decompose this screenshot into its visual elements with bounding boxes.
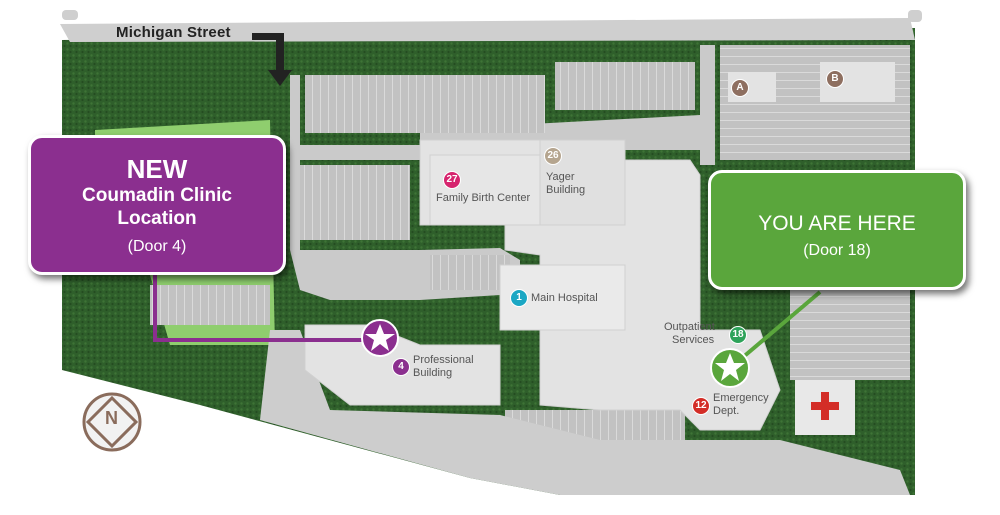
parking-southwest: [150, 285, 270, 325]
you-are-here-door: (Door 18): [803, 242, 871, 259]
street-arrow: [252, 33, 292, 86]
professional-label-line2: Building: [413, 367, 453, 379]
parking-inner: [430, 255, 510, 290]
building-b-marker: B: [826, 70, 844, 88]
new-callout-clinic: Coumadin Clinic: [82, 185, 232, 206]
yager-number: 26: [544, 147, 562, 165]
outpatient-number: 18: [729, 326, 747, 344]
new-callout-location: Location: [117, 208, 197, 229]
outpatient-label-line2: Services: [672, 334, 715, 346]
south-road: [260, 330, 910, 495]
new-callout-title: NEW: [126, 154, 188, 184]
parking-north-2: [555, 62, 695, 110]
parking-west: [300, 165, 410, 240]
building-a-marker: A: [731, 79, 749, 97]
parking-se: [790, 290, 910, 380]
main-hospital-label: Main Hospital: [531, 292, 598, 304]
compass-rose: [82, 392, 142, 452]
yager-label-line2: Building: [546, 184, 586, 196]
emergency-label-line1: Emergency: [713, 392, 769, 404]
family-birth-number: 27: [443, 171, 461, 189]
emergency-label-line2: Dept.: [713, 405, 740, 417]
you-are-here-callout: YOU ARE HERE (Door 18): [708, 170, 966, 290]
family-birth-label: Family Birth Center: [436, 192, 531, 204]
outpatient-label-line1: Outpatient: [664, 321, 715, 333]
main-hospital-number: 1: [510, 289, 528, 307]
new-callout-door: (Door 4): [127, 238, 187, 255]
michigan-street-label: Michigan Street: [116, 24, 231, 41]
professional-number: 4: [392, 358, 410, 376]
purple-route: [153, 275, 375, 342]
compass-north-label: N: [105, 408, 118, 428]
professional-label-line1: Professional: [413, 354, 474, 366]
campus-road: [290, 45, 715, 300]
parking-north: [305, 75, 545, 133]
you-are-here-title: YOU ARE HERE: [758, 212, 916, 235]
yager-label-line1: Yager: [546, 171, 575, 183]
family-birth-building: [429, 154, 541, 226]
new-clinic-callout: NEW Coumadin Clinic Location (Door 4): [28, 135, 286, 275]
green-route: [740, 290, 822, 360]
emergency-number: 12: [692, 397, 710, 415]
